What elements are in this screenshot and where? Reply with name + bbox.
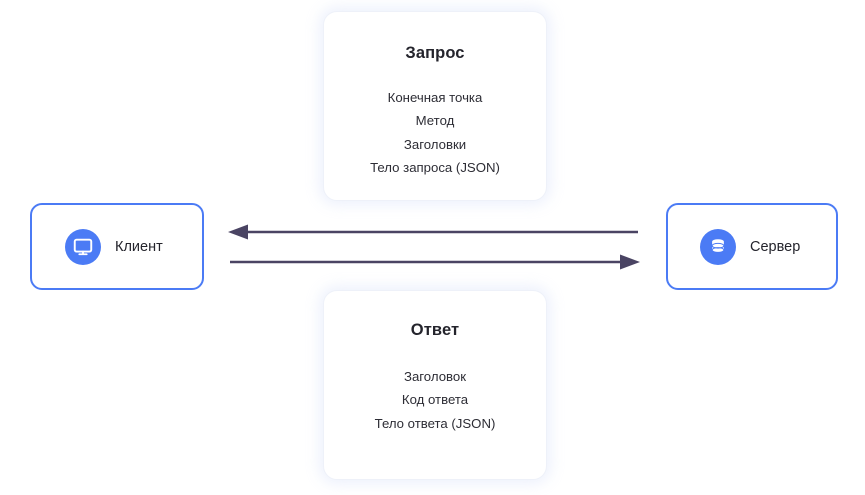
list-item: Заголовок xyxy=(403,368,466,384)
list-item: Тело ответа (JSON) xyxy=(374,415,496,431)
request-arrow xyxy=(230,254,640,270)
list-item: Заголовки xyxy=(403,136,467,152)
server-node-label: Сервер xyxy=(750,238,801,255)
client-node-label: Клиент xyxy=(115,238,163,255)
response-card-list: Заголовок Код ответа Тело ответа (JSON) xyxy=(324,365,546,436)
list-item: Тело запроса (JSON) xyxy=(370,160,500,175)
request-card: Запрос Конечная точка Метод Заголовки Те… xyxy=(323,11,547,201)
client-node: Клиент xyxy=(30,203,204,290)
list-item: Метод xyxy=(415,113,455,128)
response-card-title: Ответ xyxy=(410,321,460,339)
server-node: Сервер xyxy=(666,203,838,290)
request-card-list: Конечная точка Метод Заголовки Тело запр… xyxy=(324,86,546,180)
request-card-title: Запрос xyxy=(405,44,465,62)
database-icon xyxy=(700,228,736,265)
response-card: Ответ Заголовок Код ответа Тело ответа (… xyxy=(323,290,547,480)
monitor-icon xyxy=(65,228,101,265)
list-item: Конечная точка xyxy=(387,89,483,105)
list-item: Код ответа xyxy=(401,392,469,407)
response-arrow xyxy=(228,224,638,240)
